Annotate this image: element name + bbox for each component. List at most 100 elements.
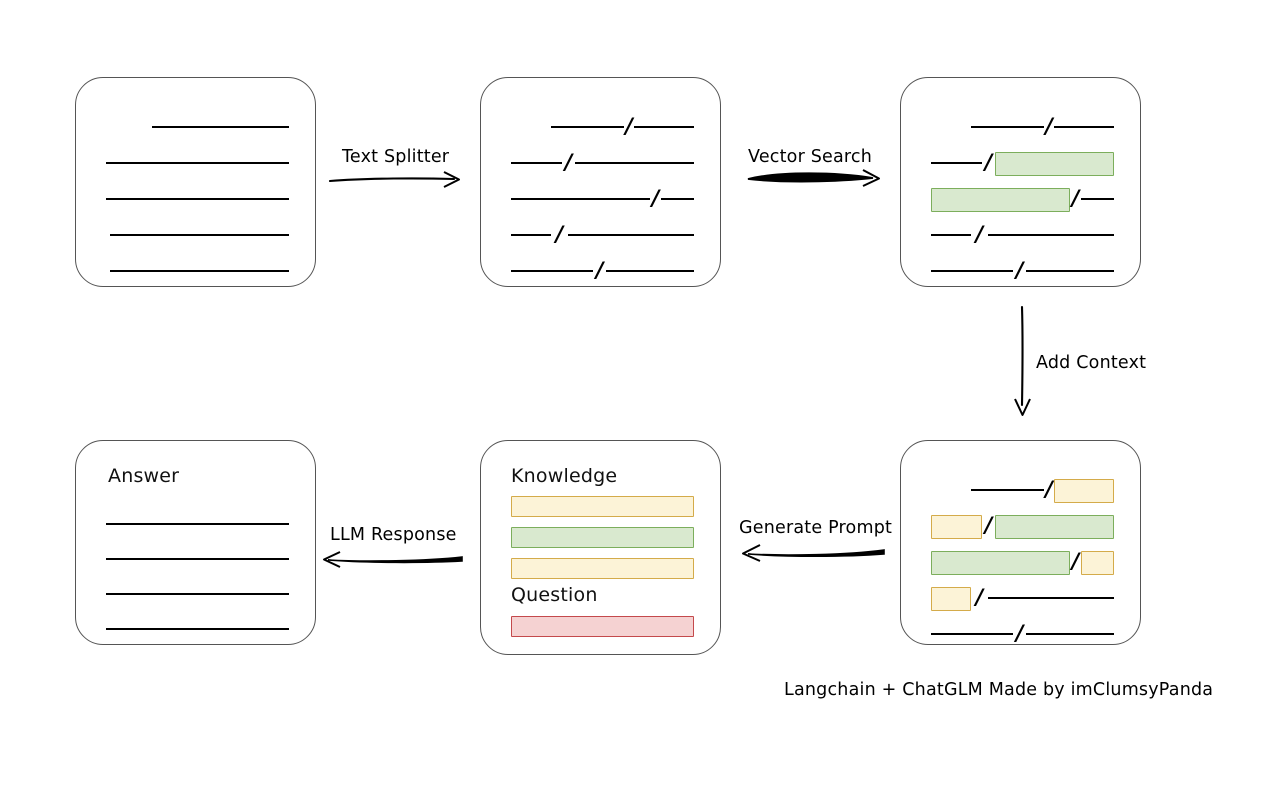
highlighted-segment-green	[995, 152, 1114, 176]
text-line-segment	[971, 489, 1045, 491]
arrow-vector-search	[747, 169, 880, 187]
text-line-segment	[511, 234, 552, 236]
text-line-segment	[575, 162, 694, 164]
text-line-segment	[511, 270, 594, 272]
highlighted-segment-green	[931, 188, 1071, 212]
text-line-segment	[931, 270, 1014, 272]
chunk-separator-slash: /	[651, 186, 660, 210]
text-line-segment	[551, 126, 625, 128]
text-line	[106, 218, 289, 240]
text-line: /	[931, 182, 1114, 212]
context-document-lines: / / / / /	[931, 441, 1114, 644]
chunk-separator-slash: /	[1071, 549, 1080, 573]
text-line: /	[931, 218, 1114, 245]
text-line	[106, 577, 289, 599]
highlighted-segment-yellow	[931, 587, 972, 611]
text-line-segment	[931, 234, 972, 236]
text-line	[106, 182, 289, 204]
text-line-segment	[1081, 198, 1114, 200]
text-line-segment	[109, 234, 289, 236]
highlighted-segment-green	[931, 551, 1071, 575]
text-line-segment	[106, 593, 289, 595]
text-line-segment	[661, 198, 694, 200]
text-line-segment	[971, 126, 1045, 128]
text-line: /	[511, 146, 694, 173]
knowledge-bar-1	[511, 496, 694, 517]
highlighted-segment-yellow	[1081, 551, 1114, 575]
vector-matched-document-box[interactable]: / / / / /	[900, 77, 1141, 287]
chunk-separator-slash: /	[555, 222, 564, 246]
text-line: /	[511, 182, 694, 209]
highlighted-segment-yellow	[1053, 479, 1114, 503]
text-line: /	[931, 254, 1114, 281]
text-line: /	[931, 509, 1114, 539]
text-line-segment	[109, 270, 289, 272]
prompt-box[interactable]: Knowledge Question	[480, 440, 721, 655]
text-line	[106, 612, 289, 634]
chunk-separator-slash: /	[1015, 621, 1024, 645]
split-document-box[interactable]: / / / / /	[480, 77, 721, 287]
chunk-separator-slash: /	[564, 150, 573, 174]
text-line-segment	[1053, 126, 1114, 128]
chunk-separator-slash: /	[625, 114, 633, 138]
arrow-label-add-context: Add Context	[1036, 353, 1147, 373]
text-line	[106, 507, 289, 529]
text-line-segment	[931, 633, 1014, 635]
text-line: /	[511, 110, 694, 137]
arrow-llm-response	[323, 551, 463, 568]
source-document-box[interactable]	[75, 77, 316, 287]
diagram-caption: Langchain + ChatGLM Made by imClumsyPand…	[784, 680, 1214, 700]
text-line-segment	[106, 628, 289, 630]
knowledge-label: Knowledge	[511, 465, 618, 487]
text-line-segment	[151, 126, 289, 128]
vector-matched-document-lines: / / / / /	[931, 78, 1114, 286]
text-line: /	[511, 254, 694, 281]
chunk-separator-slash: /	[984, 513, 993, 537]
text-line: /	[931, 545, 1114, 575]
chunk-separator-slash: /	[975, 585, 984, 609]
text-line-segment	[106, 558, 289, 560]
text-line-segment	[511, 162, 563, 164]
text-line: /	[931, 581, 1114, 611]
text-line: /	[931, 146, 1114, 176]
answer-label: Answer	[108, 465, 180, 487]
highlighted-segment-yellow	[931, 515, 983, 539]
chunk-separator-slash: /	[1071, 186, 1080, 210]
chunk-separator-slash: /	[1015, 258, 1024, 282]
text-line: /	[931, 110, 1114, 137]
arrow-text-splitter	[328, 171, 460, 188]
text-line-segment	[931, 162, 983, 164]
question-bar-1	[511, 616, 694, 637]
context-document-box[interactable]: / / / / /	[900, 440, 1141, 645]
arrow-label-vector-search: Vector Search	[748, 147, 873, 167]
arrow-label-llm-response: LLM Response	[330, 525, 457, 545]
chunk-separator-slash: /	[1045, 114, 1053, 138]
text-line	[106, 542, 289, 564]
text-line	[106, 146, 289, 168]
text-line-segment	[633, 126, 694, 128]
chunk-separator-slash: /	[975, 222, 984, 246]
text-line: /	[931, 473, 1114, 503]
answer-lines	[106, 489, 289, 644]
text-line-segment	[106, 523, 289, 525]
text-line-segment	[1026, 270, 1114, 272]
text-line-segment	[106, 162, 289, 164]
text-line-segment	[987, 597, 1114, 599]
chunk-separator-slash: /	[595, 258, 604, 282]
chunk-separator-slash: /	[1045, 477, 1053, 501]
text-line-segment	[606, 270, 694, 272]
answer-box[interactable]: Answer	[75, 440, 316, 645]
text-line: /	[931, 617, 1114, 644]
text-line-segment	[1026, 633, 1114, 635]
highlighted-segment-green	[995, 515, 1114, 539]
text-line-segment	[987, 234, 1114, 236]
text-line: /	[511, 218, 694, 245]
text-line-segment	[106, 198, 289, 200]
chunk-separator-slash: /	[984, 150, 993, 174]
knowledge-bar-2	[511, 527, 694, 548]
arrow-label-text-splitter: Text Splitter	[342, 147, 450, 167]
text-line-segment	[511, 198, 651, 200]
knowledge-bar-3	[511, 558, 694, 579]
arrow-label-generate-prompt: Generate Prompt	[739, 518, 893, 538]
